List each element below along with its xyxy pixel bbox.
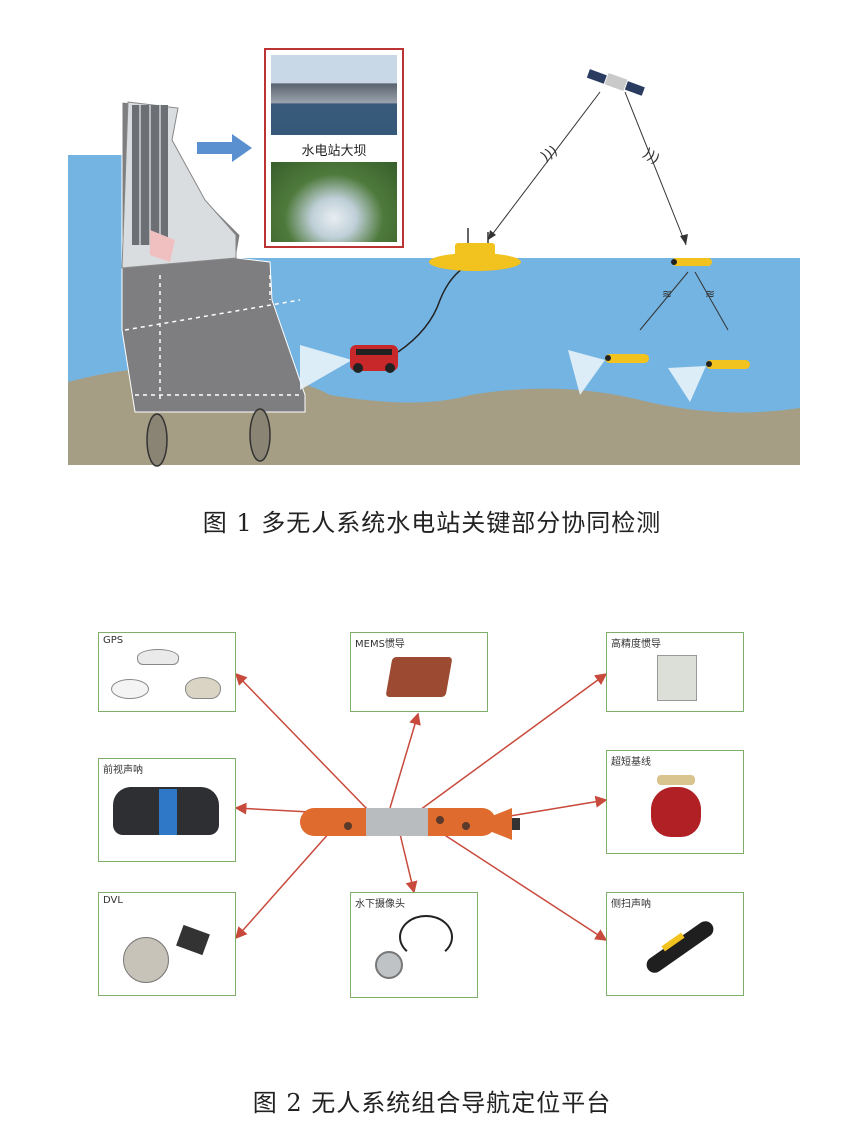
connector-forward-sonar: [234, 802, 311, 815]
auv-surface-icon: [671, 258, 712, 266]
central-auv-icon: [300, 808, 520, 840]
auv-beam-right: [668, 366, 706, 402]
auv-underwater-left-icon: [605, 354, 649, 363]
dam-photo-top: [271, 55, 397, 135]
component-label: DVL: [103, 895, 123, 906]
connector-camera: [399, 833, 418, 894]
component-usbl: 超短基线: [606, 750, 744, 854]
component-mems: MEMS惯导: [350, 632, 488, 712]
component-label: GPS: [103, 635, 124, 646]
sat-link-usv: [487, 91, 601, 241]
component-forward-sonar: 前视声呐: [98, 758, 236, 862]
connector-mems: [389, 712, 421, 809]
figure-1-caption: 图 1 多无人系统水电站关键部分协同检测: [202, 509, 662, 537]
figure-1-illustration: ))) ))) ≋ ≋: [68, 69, 800, 467]
component-label: 高精度惯导: [611, 639, 661, 650]
component-high-precision-ins: 高精度惯导: [606, 632, 744, 712]
component-dvl: DVL: [98, 892, 236, 996]
rov-tether: [397, 264, 469, 353]
dvl-head-icon: [123, 937, 169, 983]
dam-intake: [150, 230, 175, 262]
dam-photo-caption: 水电站大坝: [301, 144, 367, 159]
dvl-board-icon: [176, 924, 210, 956]
connector-high-ins: [419, 673, 608, 811]
figure-1: ))) ))) ≋ ≋ 水电站大坝: [0, 0, 864, 480]
figure-2: GPS MEMS惯导 高精度惯导 前视声呐 超短基线 DVL 水下摄像头 侧扫声…: [0, 620, 864, 1010]
component-label: MEMS惯导: [355, 639, 405, 650]
signal-icon: ))): [640, 145, 663, 168]
component-label: 超短基线: [611, 757, 651, 768]
connector-dvl: [235, 831, 331, 940]
component-underwater-camera: 水下摄像头: [350, 892, 478, 998]
usbl-body-icon: [651, 787, 701, 837]
arrow-to-inset-icon: [197, 134, 252, 162]
turbine-left: [146, 413, 168, 467]
rov-light-beam: [300, 345, 352, 390]
component-gps: GPS: [98, 632, 236, 712]
forward-sonar-band-icon: [159, 789, 177, 835]
side-scan-sonar-icon: [643, 918, 717, 976]
gps-cone-icon: [185, 677, 221, 699]
dam-photo-bottom: [271, 162, 397, 242]
component-label: 前视声呐: [103, 765, 143, 776]
figure-2-caption: 图 2 无人系统组合导航定位平台: [252, 1089, 612, 1117]
camera-cable-icon: [399, 915, 453, 959]
usbl-cap-icon: [657, 775, 695, 785]
dam-photo-inset: 水电站大坝: [264, 48, 404, 248]
auv-underwater-right-icon: [706, 360, 750, 369]
component-label: 侧扫声呐: [611, 899, 651, 910]
ins-cube-icon: [657, 655, 697, 701]
connector-gps: [234, 672, 369, 811]
signal-icon: ≋: [705, 287, 715, 301]
component-side-scan-sonar: 侧扫声呐: [606, 892, 744, 996]
sat-link-auv: [624, 91, 687, 246]
signal-icon: ≋: [662, 287, 672, 301]
component-label: 水下摄像头: [355, 899, 405, 910]
rov-icon: [350, 345, 398, 373]
mems-device-icon: [385, 657, 453, 697]
satellite-icon: [586, 69, 645, 96]
gps-base-icon: [111, 679, 149, 699]
gps-antenna-icon: [137, 649, 179, 665]
auv-beam-left: [568, 350, 605, 395]
figure-2-connectors: [234, 672, 608, 941]
connector-side-scan: [439, 831, 608, 941]
connector-usbl: [509, 795, 608, 817]
signal-icon: ))): [538, 143, 561, 166]
camera-head-icon: [375, 951, 403, 979]
turbine-right: [249, 408, 271, 462]
usv-icon: [429, 228, 521, 271]
